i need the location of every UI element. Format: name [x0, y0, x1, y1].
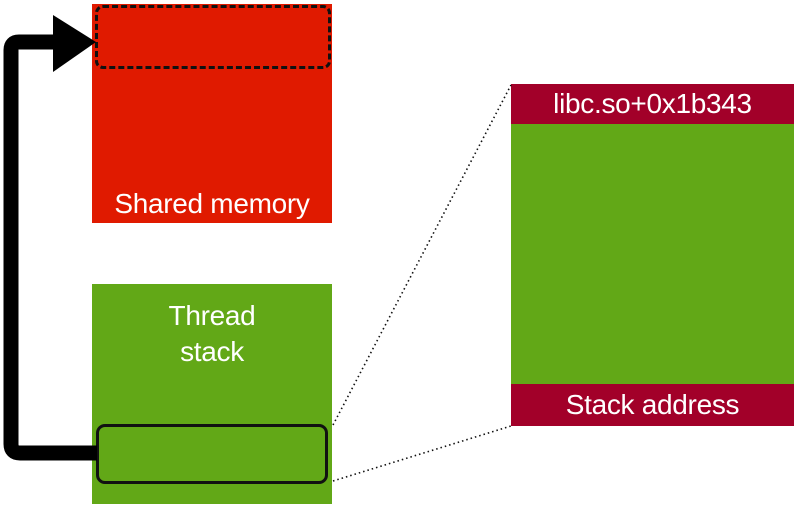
thread-stack-slot: [96, 424, 328, 484]
shared-memory-label: Shared memory: [114, 188, 310, 219]
shared-memory-block: Shared memory: [92, 4, 332, 223]
zoom-line-bottom: [332, 425, 512, 482]
pointer-arrow-line: [3, 34, 97, 461]
pointer-arrowhead: [53, 15, 96, 72]
thread-stack-label: Thread stack: [168, 300, 256, 367]
thread-stack-block: Thread stack: [92, 284, 332, 504]
stack-address-band: Stack address: [511, 384, 794, 426]
return-address-band: libc.so+0x1b343: [511, 84, 794, 124]
zoom-line-top: [332, 84, 512, 426]
shared-memory-region: [95, 5, 331, 69]
stack-slot-detail: libc.so+0x1b343 Stack address: [511, 84, 794, 426]
